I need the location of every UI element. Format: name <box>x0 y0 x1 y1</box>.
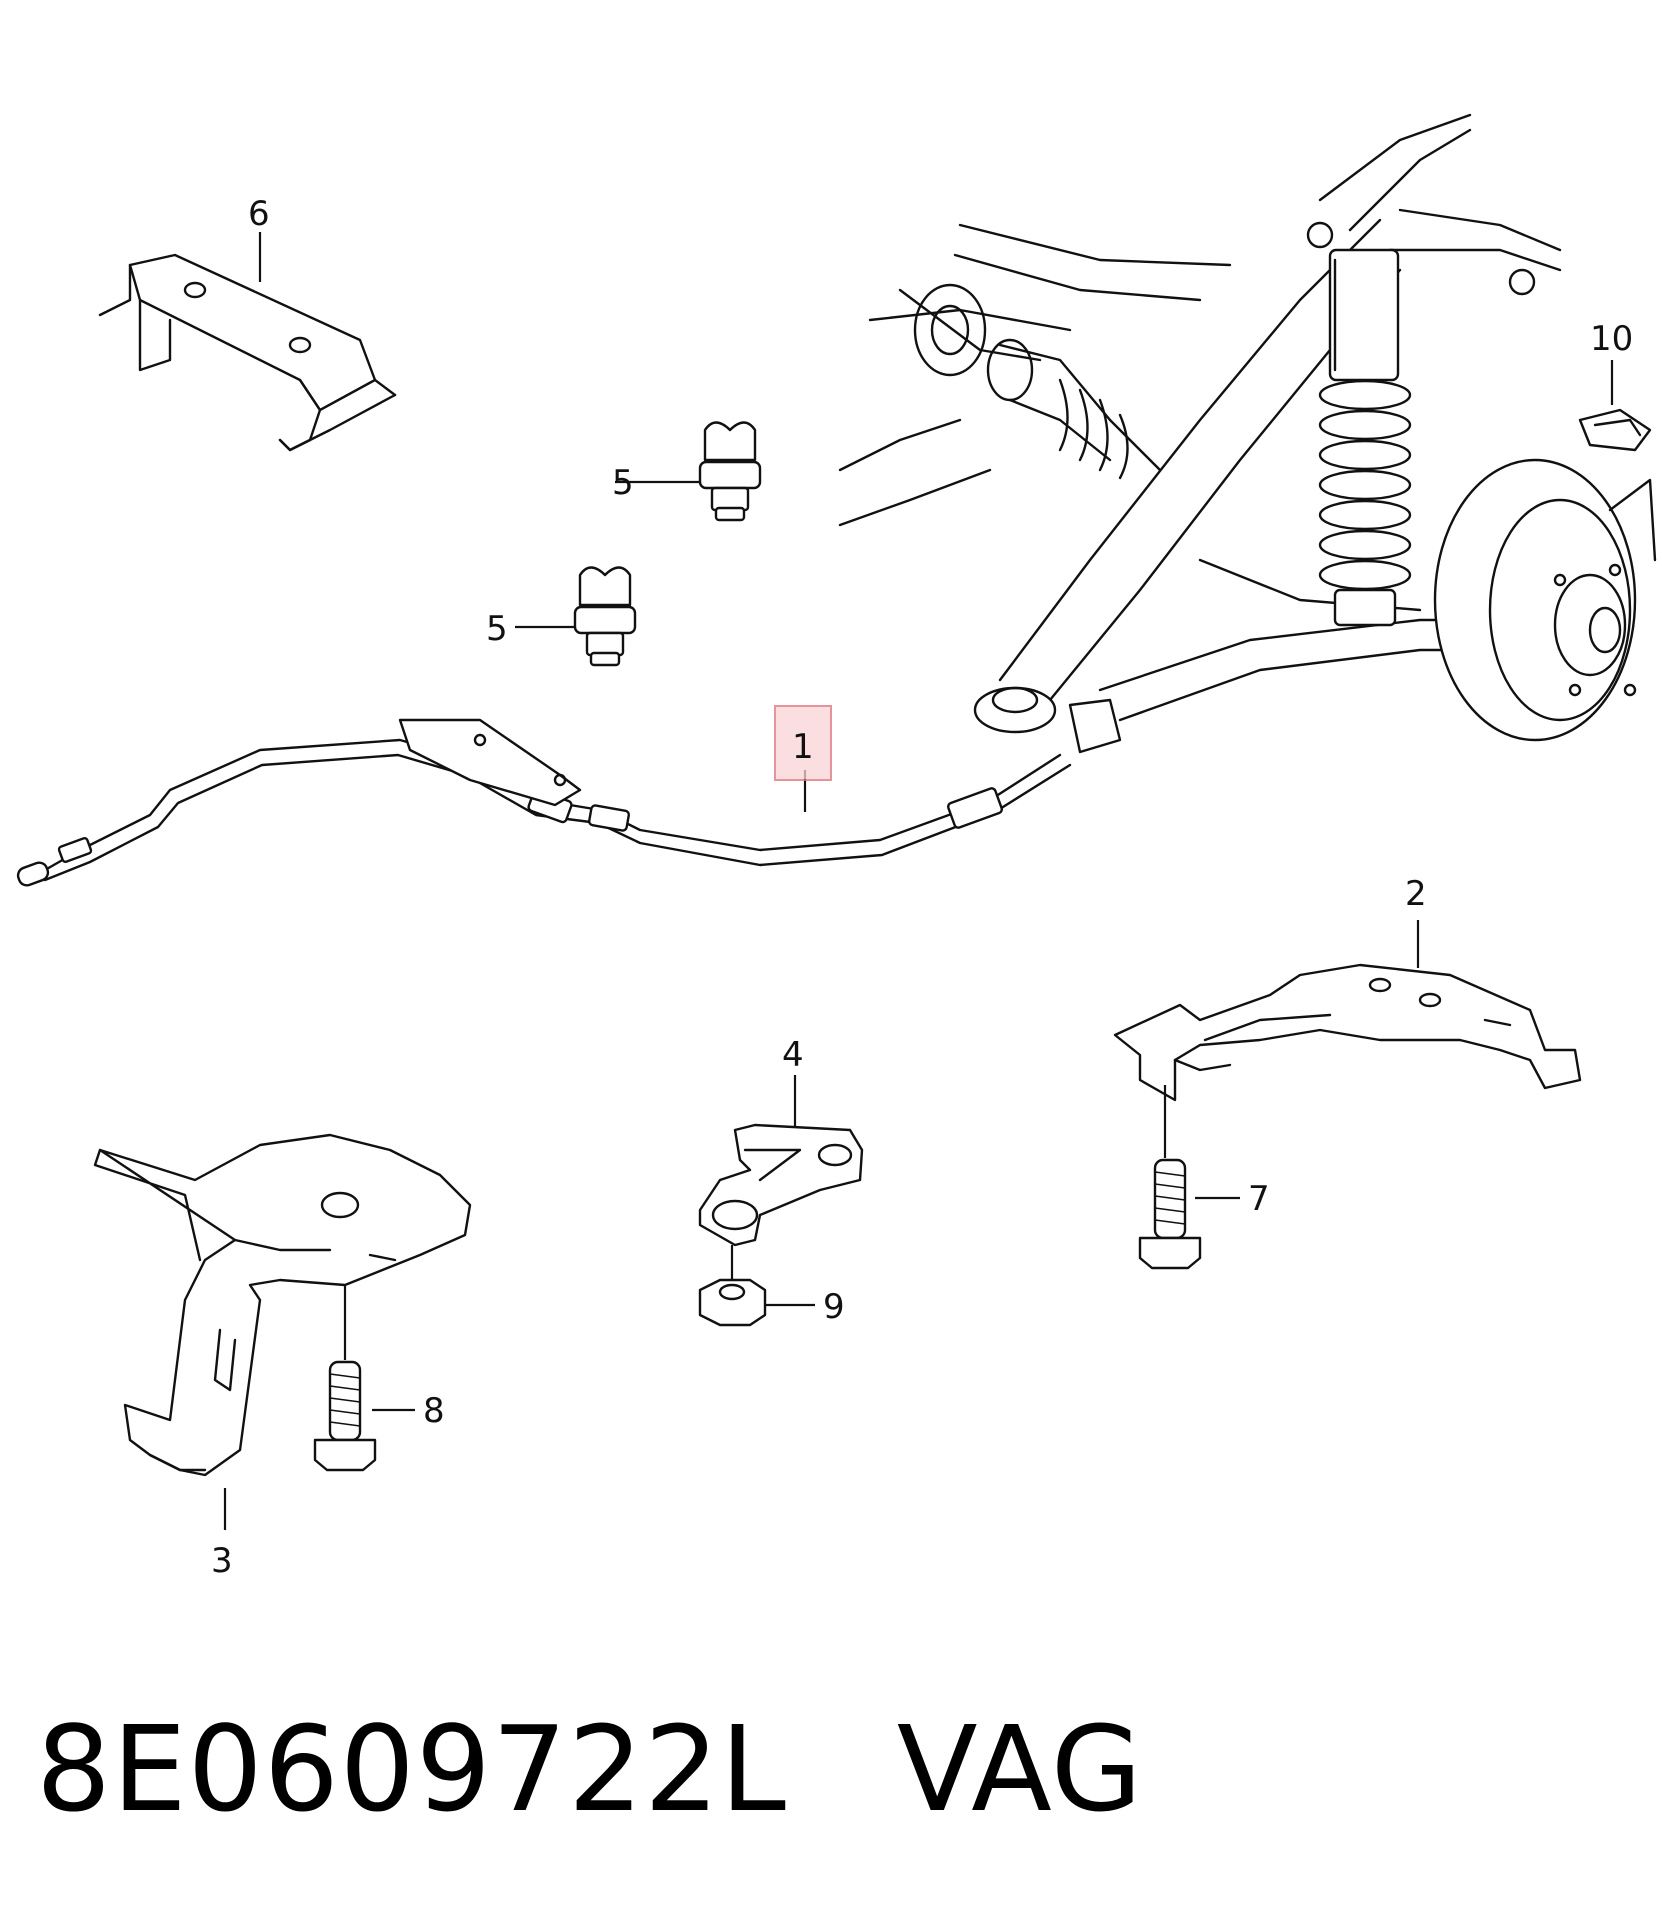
brake-disc <box>1433 458 1637 742</box>
bracket-4 <box>698 1123 864 1247</box>
callouts: 1 2 3 4 5 5 6 7 8 9 10 <box>211 194 1633 1581</box>
callout-3: 3 <box>211 1541 233 1581</box>
bracket-2 <box>1113 963 1582 1102</box>
handbrake-cable <box>16 718 1072 887</box>
callout-9: 9 <box>823 1287 845 1327</box>
callout-7: 7 <box>1248 1179 1270 1219</box>
callout-1-highlight <box>774 705 832 781</box>
brand-name: VAG <box>896 1700 1144 1838</box>
callout-1: 1 <box>792 727 814 767</box>
callout-8: 8 <box>423 1391 445 1431</box>
callout-6: 6 <box>248 194 270 234</box>
callout-5-lower: 5 <box>486 609 508 649</box>
nut-9 <box>698 1278 767 1327</box>
leader-lines <box>223 232 1614 1530</box>
callout-10: 10 <box>1590 319 1633 359</box>
bolt-7 <box>1138 1158 1202 1270</box>
coil-spring <box>1318 379 1412 591</box>
clip-5-upper <box>698 421 762 522</box>
clip-5-lower <box>573 566 637 667</box>
callout-4: 4 <box>782 1035 804 1075</box>
bracket-6 <box>98 253 397 452</box>
bracket-3 <box>93 1133 472 1477</box>
clip-10 <box>1578 408 1652 452</box>
callout-5-upper: 5 <box>612 463 634 503</box>
rear-axle-assembly <box>838 113 1657 754</box>
part-number: 8E0609722L <box>36 1700 787 1838</box>
callout-2: 2 <box>1405 874 1427 914</box>
bolt-8 <box>313 1360 377 1472</box>
part-caption: 8E0609722L VAG <box>36 1700 1253 1838</box>
